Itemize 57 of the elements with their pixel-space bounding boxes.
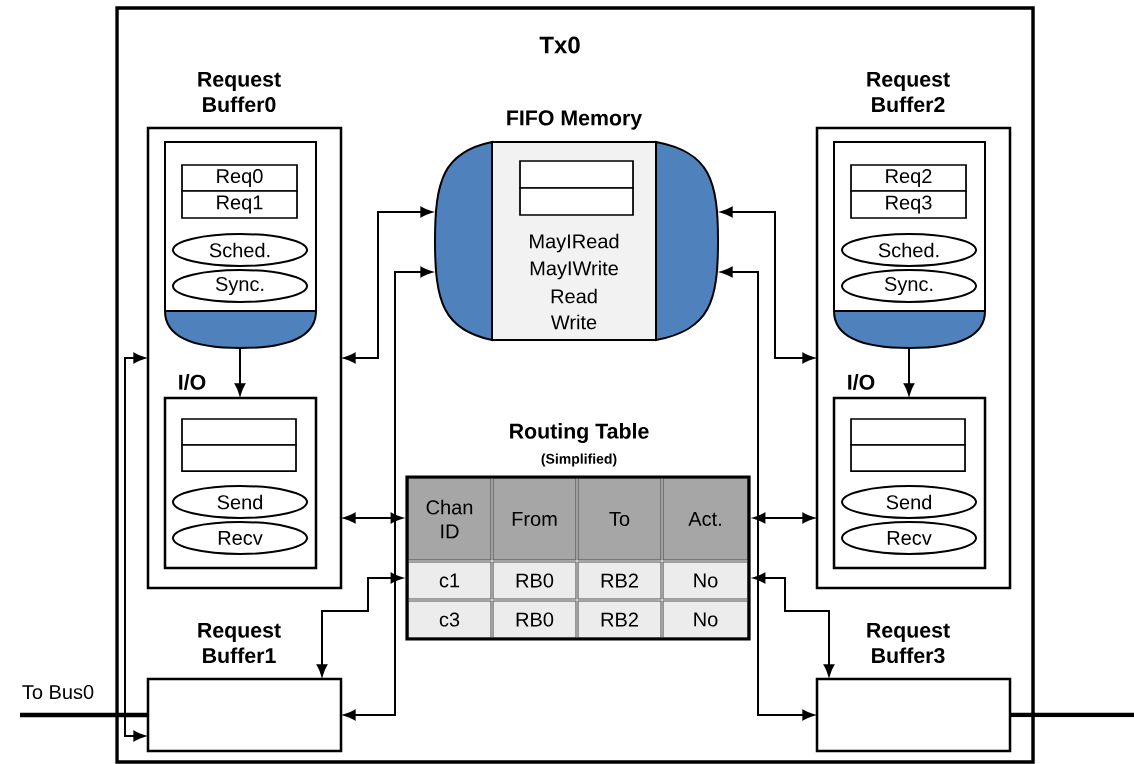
arrow — [343, 512, 403, 524]
request-slot: Req2 — [850, 164, 967, 192]
table-cell: RB0 — [492, 561, 577, 600]
arrow — [720, 266, 815, 721]
node-label: Routing Table — [510, 423, 649, 443]
bus-line — [20, 712, 148, 718]
arrow — [753, 572, 835, 677]
request-slot: Req0 — [181, 164, 298, 192]
arrow — [720, 206, 815, 364]
table-cell: No — [662, 561, 749, 600]
arrow — [124, 352, 146, 742]
table-cell: RB2 — [577, 561, 662, 600]
arrow — [234, 347, 246, 396]
table-cell: Chan ID — [407, 477, 492, 561]
function-oval: Sync. — [841, 269, 977, 303]
buffer-box: Request Buffer3 — [815, 622, 1012, 753]
function-oval: Sync. — [172, 269, 308, 303]
function-oval: Recv — [841, 521, 977, 555]
arrow — [343, 266, 433, 721]
buffer-box: Request Buffer1 — [146, 622, 343, 753]
arrow — [753, 512, 815, 524]
function-oval: Send — [172, 485, 308, 519]
empty-slot — [181, 444, 297, 472]
table-cell: No — [662, 600, 749, 639]
empty-slot — [519, 187, 634, 216]
node-label: (Simplified) — [541, 453, 617, 467]
function-oval: Sched. — [172, 233, 308, 267]
function-oval: Recv — [172, 521, 308, 555]
table-cell: From — [492, 477, 577, 561]
table-cell: c1 — [407, 561, 492, 600]
request-slot: Req3 — [850, 190, 967, 219]
queue-shape — [164, 141, 317, 349]
arrow — [903, 347, 915, 396]
function-oval: Send — [841, 485, 977, 519]
table-cell: c3 — [407, 600, 492, 639]
table-cell: To — [577, 477, 662, 561]
empty-slot — [850, 444, 966, 472]
table-cell: Act. — [662, 477, 749, 561]
node-label: Request Buffer1 — [198, 622, 281, 664]
table-cell: RB2 — [577, 600, 662, 639]
node-label: Request Buffer0 — [198, 71, 281, 113]
arrow — [316, 572, 403, 677]
arrow — [343, 206, 433, 364]
function-oval: Sched. — [841, 233, 977, 267]
node-label: Request Buffer2 — [867, 71, 950, 113]
bus-line — [1010, 712, 1134, 718]
request-slot: Req1 — [181, 190, 298, 219]
node-label: Request Buffer3 — [867, 622, 950, 664]
node-label: I/O — [179, 374, 206, 390]
node-label: I/O — [848, 374, 875, 390]
empty-slot — [519, 160, 634, 189]
table-cell: RB0 — [492, 600, 577, 639]
queue-shape — [833, 141, 986, 349]
empty-slot — [181, 418, 297, 446]
node-label: FIFO Memory — [507, 110, 643, 130]
empty-slot — [850, 418, 966, 446]
edge-label: To Bus0 — [20, 683, 96, 701]
